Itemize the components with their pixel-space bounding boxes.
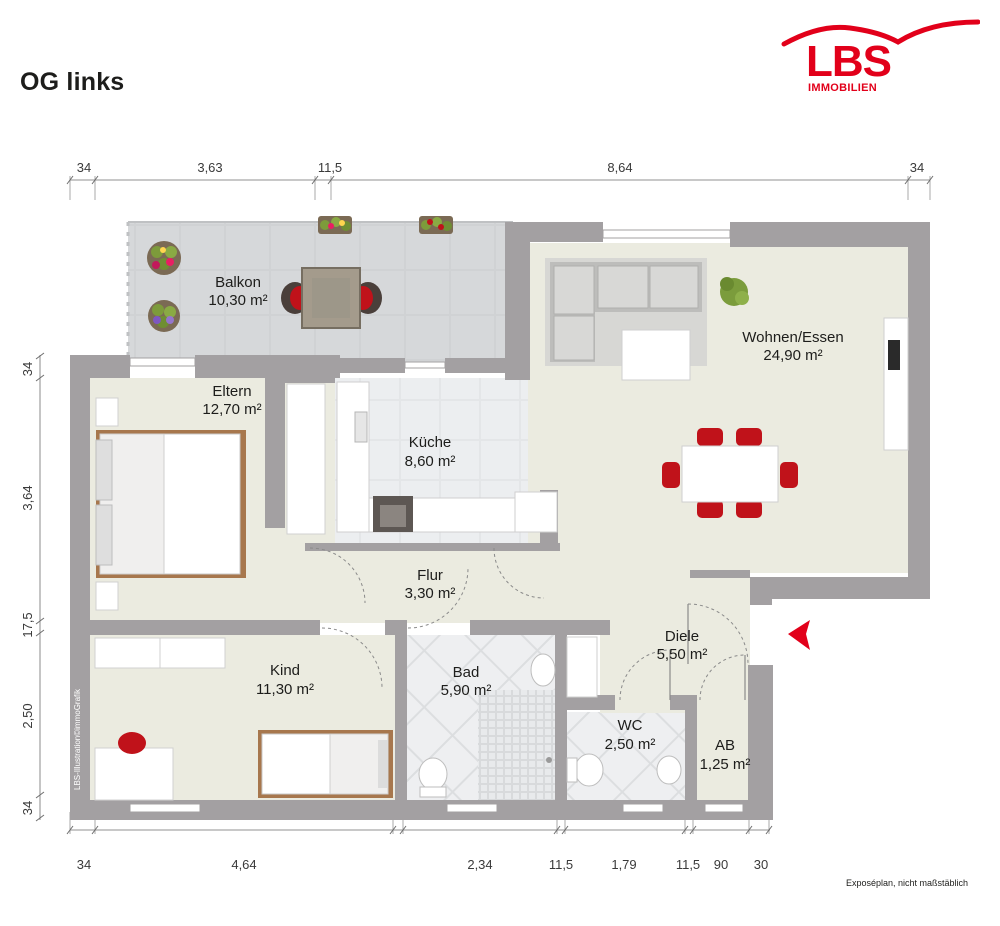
room-area-wohnen: 24,90 m² <box>763 347 822 364</box>
wc-fixtures <box>566 753 682 787</box>
sofa <box>545 258 707 366</box>
tv-unit <box>883 317 909 451</box>
dim-top-3: 8,64 <box>607 160 632 175</box>
shelf <box>566 636 598 698</box>
room-area-kind: 11,30 m² <box>256 681 314 698</box>
dim-top-4: 34 <box>910 160 924 175</box>
room-name-diele: Diele <box>665 628 699 645</box>
room-area-balkon: 10,30 m² <box>208 292 267 309</box>
footnote: Exposéplan, nicht maßstäblich <box>845 878 968 888</box>
dim-bottom-2: 2,34 <box>467 857 492 872</box>
dim-bottom-7: 30 <box>754 857 768 872</box>
room-name-eltern: Eltern <box>212 383 251 400</box>
room-area-eltern: 12,70 m² <box>202 401 261 418</box>
room-area-bad: 5,90 m² <box>441 682 492 699</box>
dim-bottom-3: 11,5 <box>549 857 573 872</box>
dim-left-3: 2,50 <box>20 703 35 728</box>
balcony-area <box>126 216 513 365</box>
dim-bottom-5: 11,5 <box>676 857 700 872</box>
dim-left-0: 34 <box>20 362 35 376</box>
dim-top-2: 11,5 <box>318 160 342 175</box>
room-name-wohnen: Wohnen/Essen <box>742 329 843 346</box>
page-title: OG links <box>20 68 125 96</box>
roof-arc-icon <box>781 19 980 47</box>
room-name-kueche: Küche <box>409 434 452 451</box>
room-name-bad: Bad <box>453 664 480 681</box>
dim-left-1: 3,64 <box>20 485 35 510</box>
room-name-flur: Flur <box>417 567 443 584</box>
room-name-balkon: Balkon <box>215 274 261 291</box>
room-name-kind: Kind <box>270 662 300 679</box>
logo-brand: LBS <box>806 37 892 86</box>
kitchen-counters <box>336 381 558 533</box>
room-labels: Balkon 10,30 m² Wohnen/Essen 24,90 m² El… <box>202 274 843 773</box>
room-name-wc: WC <box>618 717 643 734</box>
double-bed <box>95 397 246 611</box>
plant-icon <box>318 216 352 234</box>
illustration-credit: LBS-Illustration©immoGrafik <box>73 688 82 790</box>
plant-icon <box>148 300 180 332</box>
dimension-lines <box>35 175 934 835</box>
room-area-diele: 5,50 m² <box>657 646 708 663</box>
door-leaves <box>669 604 746 700</box>
room-area-wc: 2,50 m² <box>605 736 656 753</box>
bathroom-fixtures <box>418 653 556 798</box>
door-swings <box>309 547 749 701</box>
dim-top-0: 34 <box>77 160 91 175</box>
balcony-table-set <box>281 267 382 329</box>
room-name-ab: AB <box>715 737 735 754</box>
coffee-table <box>621 329 691 381</box>
room-area-ab: 1,25 m² <box>700 756 751 773</box>
room-area-kueche: 8,60 m² <box>405 453 456 470</box>
dim-bottom-0: 34 <box>77 857 91 872</box>
dimension-labels: 34 3,63 11,5 8,64 34 34 4,64 2,34 11,5 1… <box>20 160 924 872</box>
dining-table <box>662 428 798 518</box>
wardrobe <box>286 383 326 535</box>
windows <box>129 229 744 813</box>
plant-icon <box>720 277 749 306</box>
dim-left-2: 17,5 <box>20 612 35 637</box>
dim-bottom-6: 90 <box>714 857 728 872</box>
dim-bottom-4: 1,79 <box>611 857 636 872</box>
kids-furniture <box>94 637 393 801</box>
lbs-logo: LBS IMMOBILIEN <box>780 18 980 98</box>
entrance-arrow-icon <box>788 620 810 650</box>
plant-icon <box>419 216 453 234</box>
dim-left-4: 34 <box>20 801 35 815</box>
walls <box>70 222 930 820</box>
dim-top-1: 3,63 <box>197 160 222 175</box>
room-area-flur: 3,30 m² <box>405 585 456 602</box>
plant-icon <box>147 241 181 275</box>
dim-bottom-1: 4,64 <box>231 857 256 872</box>
logo-subtitle: IMMOBILIEN <box>808 82 877 94</box>
